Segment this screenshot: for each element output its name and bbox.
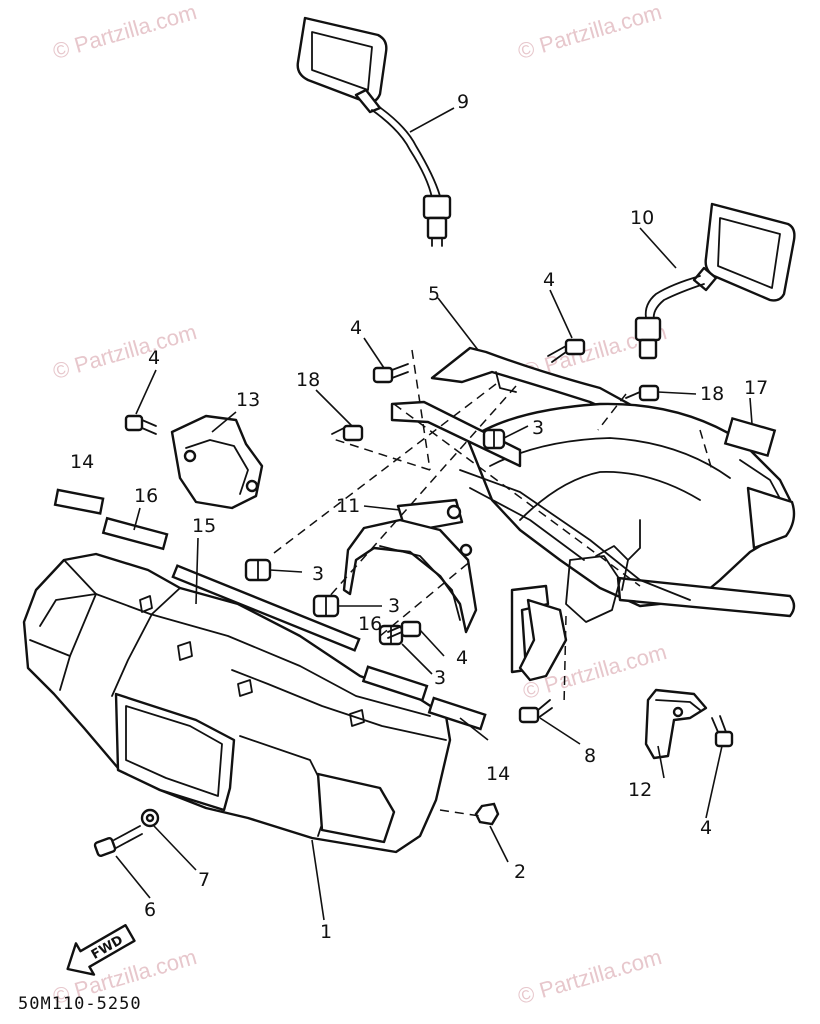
callout-6: 6 [144,899,156,921]
washer-7[interactable] [140,808,160,828]
nut-2[interactable] [474,802,500,826]
headlight-stay-assembly[interactable] [390,400,796,682]
bolt-18-right[interactable] [625,384,660,402]
callout-3-lower: 3 [434,667,446,689]
bolt-4-upper-left[interactable] [124,414,157,435]
leader-lines [115,107,753,921]
fwd-arrow: FWD [66,924,136,976]
callout-16-right: 16 [358,613,382,635]
callout-8: 8 [584,745,596,767]
mirror-left[interactable] [296,16,452,247]
bolt-18-left[interactable] [331,424,364,442]
headlight-cowl-1[interactable] [22,552,452,854]
callout-11: 11 [336,495,360,517]
callout-14-left: 14 [70,451,94,473]
callout-15: 15 [192,515,216,537]
callout-5: 5 [428,283,440,305]
callout-3-mid: 3 [388,595,400,617]
callout-17: 17 [744,377,768,399]
screw-6[interactable] [93,825,143,858]
callout-3-top: 3 [532,417,544,439]
callout-16-left: 16 [134,485,158,507]
side-bracket-13[interactable] [170,414,264,510]
callout-3-mid-left: 3 [312,563,324,585]
grommet-3-c[interactable] [312,594,340,618]
strip-15[interactable] [171,564,361,652]
callout-4-top-mid: 4 [350,317,362,339]
strip-16-right[interactable] [361,665,429,702]
callout-4-top-right: 4 [543,269,555,291]
callout-7: 7 [198,869,210,891]
grommet-3-d[interactable] [378,624,404,646]
bolt-4-upper-right[interactable] [547,338,586,363]
mirror-right[interactable] [634,202,796,360]
callout-4-mid: 4 [456,647,468,669]
bolt-4-lower-mid[interactable] [387,620,422,639]
grommet-3-a[interactable] [482,428,506,450]
callout-12: 12 [628,779,652,801]
callout-9: 9 [457,91,469,113]
callout-4-left: 4 [148,347,160,369]
callout-18-left: 18 [296,369,320,391]
callout-18-right: 18 [700,383,724,405]
decal-17[interactable] [723,416,777,458]
bolt-8[interactable] [518,699,553,724]
stay-bracket-11[interactable] [342,498,478,634]
callout-labels: 9 10 5 4 4 4 13 18 18 17 3 14 16 11 15 3… [70,91,768,943]
callout-13: 13 [236,389,260,411]
callout-10: 10 [630,207,654,229]
callout-1: 1 [320,921,332,943]
callout-2: 2 [514,861,526,883]
strip-14-right[interactable] [427,696,487,731]
callout-14-right: 14 [486,763,510,785]
strip-16-left[interactable] [101,516,169,551]
diagram-code: 50M110-5250 [18,994,142,1014]
assembly-dashes [269,349,713,817]
callout-4-bottom-right: 4 [700,817,712,839]
side-bracket-12[interactable] [644,688,708,760]
bolt-4-lower-right[interactable] [711,715,734,748]
strip-14-left[interactable] [53,488,105,515]
grommet-3-b[interactable] [244,558,272,582]
bolt-4-mid[interactable] [372,363,409,384]
